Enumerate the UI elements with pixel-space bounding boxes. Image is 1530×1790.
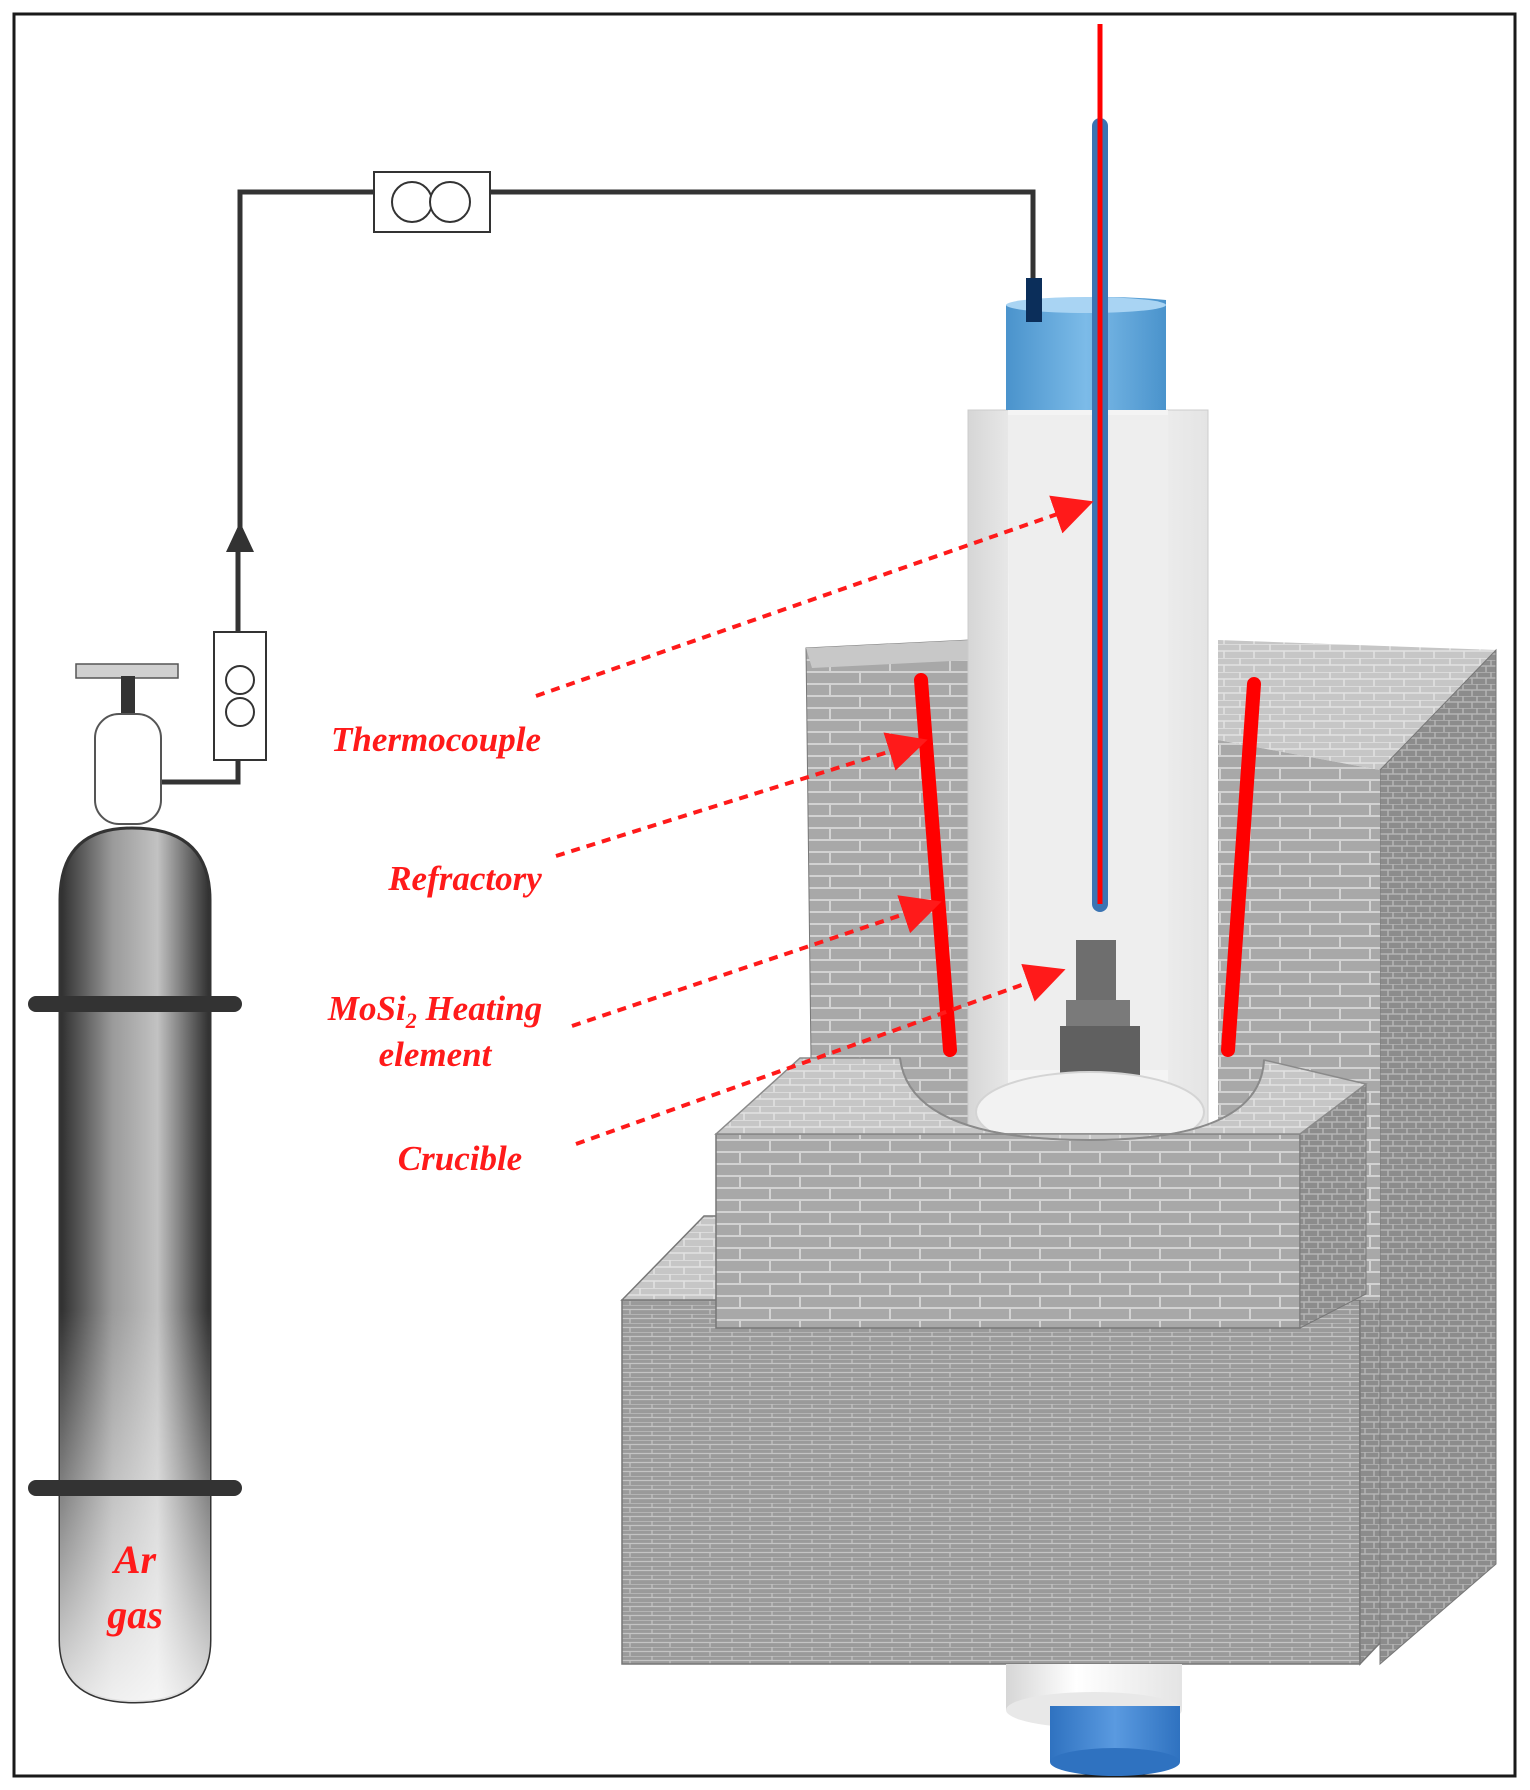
cylinder-valve-handle-icon — [75, 663, 179, 825]
flow-direction-arrow-icon — [226, 522, 254, 552]
tube-top-cap — [1006, 278, 1166, 410]
callout-arrows — [535, 495, 1094, 1146]
thermocouple-label: Thermocouple — [331, 720, 541, 759]
crucible-label: Crucible — [398, 1139, 522, 1178]
outer-frame — [12, 12, 1517, 1778]
upper-flowmeter-icon — [373, 171, 491, 233]
heating-element-label: MoSi2 Heating — [327, 989, 542, 1033]
heating-label-post: Heating — [417, 989, 542, 1028]
gas-label-line2: gas — [106, 1592, 163, 1637]
lower-flowmeter-icon — [213, 631, 267, 761]
heating-element-right — [1221, 677, 1261, 1057]
heating-element-label-line2: element — [379, 1035, 493, 1074]
refractory-label: Refractory — [387, 859, 542, 898]
argon-gas-cylinder — [28, 826, 242, 1704]
gas-label-line1: Ar — [111, 1537, 157, 1582]
heating-label-sub: 2 — [405, 1008, 417, 1033]
thermocouple-probe — [1092, 24, 1108, 912]
bottom-outlet — [1006, 1664, 1182, 1776]
furnace-middle-block — [714, 1057, 1368, 1329]
heating-label-pre: MoSi — [327, 989, 406, 1028]
